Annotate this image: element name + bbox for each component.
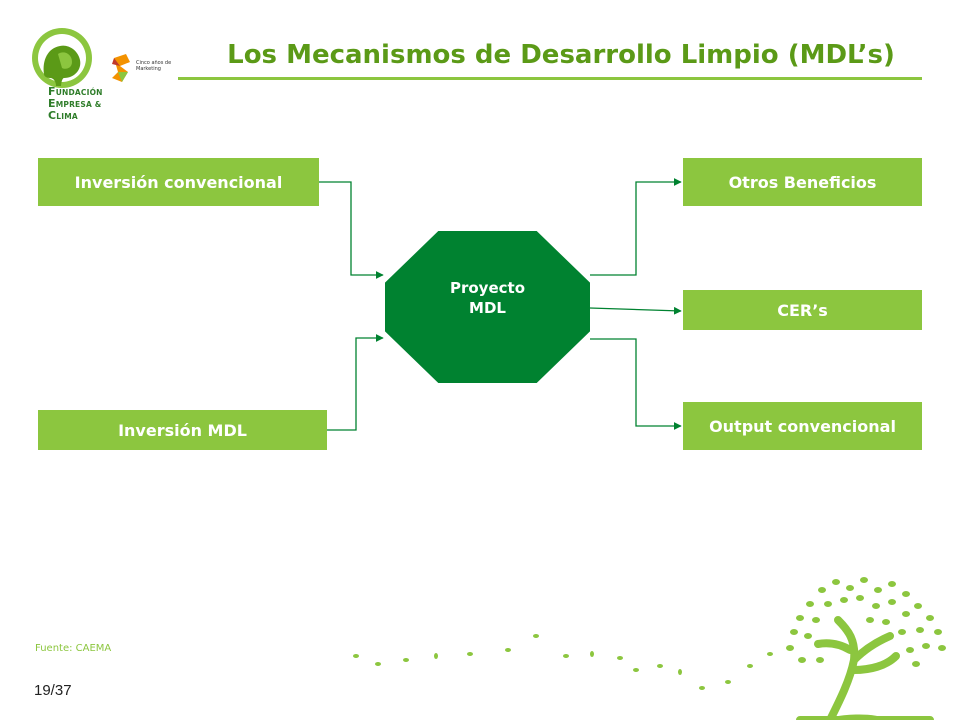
tree-decoration-icon (353, 577, 946, 720)
input-box-inversion-mdl: Inversión MDL (38, 410, 327, 450)
page-number: 19/37 (34, 682, 72, 699)
source-note: Fuente: CAEMA (35, 643, 112, 654)
center-octagon (385, 231, 590, 383)
page-title: Los Mecanismos de Desarrollo Limpio (MDL… (227, 40, 895, 70)
output-box-output-convencional: Output convencional (683, 402, 922, 450)
input-box-inversion-convencional: Inversión convencional (38, 158, 319, 206)
output-box-cers: CER’s (683, 290, 922, 330)
logo-text: FUNDACIÓN EMPRESA & CLIMA (48, 85, 103, 122)
badge-text: Cinco años de Marketing (136, 60, 172, 72)
title-underline (178, 77, 922, 80)
marketing-badge-icon (112, 54, 130, 82)
center-label-line1: Proyecto (449, 279, 525, 297)
connector-output (590, 338, 682, 430)
center-label-line2: MDL (469, 299, 506, 317)
connector-inv-mdl (327, 334, 384, 431)
connector-otros (590, 178, 682, 276)
connector-cers (589, 306, 682, 315)
connector-inv-conv (319, 181, 384, 279)
center-label: Proyecto MDL (385, 278, 590, 318)
fundacion-logo-icon (32, 28, 92, 88)
output-box-otros-beneficios: Otros Beneficios (683, 158, 922, 206)
